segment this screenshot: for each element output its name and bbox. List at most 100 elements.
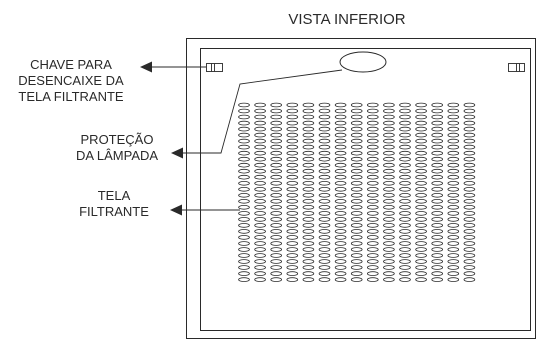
filter-slot	[286, 132, 299, 138]
filter-slot	[350, 271, 363, 276]
filter-slot	[431, 126, 444, 132]
filter-slot	[334, 259, 347, 264]
filter-slot	[270, 235, 283, 240]
filter-slot	[447, 114, 460, 120]
filter-slot	[463, 217, 476, 222]
filter-slot	[431, 132, 444, 138]
filter-slot	[318, 114, 331, 120]
filter-slot	[399, 235, 411, 240]
filter-slot	[302, 253, 315, 258]
filter-slot	[318, 108, 331, 114]
filter-slot	[383, 144, 395, 150]
filter-slot	[254, 144, 266, 150]
filter-slot	[302, 205, 315, 210]
filter-slot	[318, 199, 331, 204]
filter-slot	[350, 211, 363, 216]
filter-slot	[286, 108, 299, 114]
release-key-right	[508, 63, 525, 72]
filter-slot	[431, 187, 444, 192]
filter-slot	[238, 241, 250, 246]
filter-slot	[350, 168, 363, 174]
filter-slot	[366, 229, 379, 234]
filter-slot	[383, 150, 395, 156]
filter-slot	[463, 156, 476, 162]
filter-slot	[334, 187, 347, 192]
filter-slot	[334, 211, 347, 216]
filter-slot	[350, 174, 363, 180]
filter-slot	[415, 162, 427, 168]
filter-slot	[463, 150, 476, 156]
filter-slot	[270, 162, 283, 168]
filter-slot	[318, 102, 331, 108]
filter-slot	[318, 229, 331, 234]
filter-slot	[431, 102, 444, 108]
filter-slot	[334, 120, 347, 126]
filter-slot	[238, 156, 250, 162]
filter-slot	[399, 217, 411, 222]
filter-slot	[350, 162, 363, 168]
filter-slot	[270, 241, 283, 246]
filter-slot	[383, 162, 395, 168]
filter-slot	[286, 156, 299, 162]
filter-slot	[415, 174, 427, 180]
filter-slot	[254, 199, 266, 204]
filter-slot	[399, 193, 411, 198]
filter-slot	[334, 241, 347, 246]
filter-slot	[254, 259, 266, 264]
filter-slot	[415, 120, 427, 126]
filter-slot	[302, 102, 315, 108]
filter-slot	[431, 247, 444, 252]
filter-slot	[399, 277, 411, 282]
filter-slot	[447, 120, 460, 126]
filter-slot	[302, 223, 315, 228]
filter-slot	[399, 181, 411, 186]
filter-slot	[254, 132, 266, 138]
filter-slot	[318, 205, 331, 210]
filter-slot	[318, 271, 331, 276]
filter-slot	[238, 229, 250, 234]
filter-slot	[318, 144, 331, 150]
filter-slot	[270, 181, 283, 186]
filter-slot	[431, 120, 444, 126]
filter-slot	[302, 150, 315, 156]
filter-slot	[270, 108, 283, 114]
filter-slot	[318, 150, 331, 156]
filter-slot	[238, 144, 250, 150]
filter-slot	[463, 174, 476, 180]
filter-slot	[350, 265, 363, 270]
filter-slot	[447, 253, 460, 258]
filter-slot	[350, 108, 363, 114]
filter-slot	[366, 187, 379, 192]
filter-slot	[302, 259, 315, 264]
filter-slot	[447, 229, 460, 234]
filter-slot	[383, 193, 395, 198]
filter-slot	[238, 217, 250, 222]
filter-slot	[286, 126, 299, 132]
filter-slot	[366, 223, 379, 228]
filter-slot	[447, 205, 460, 210]
filter-slot	[415, 144, 427, 150]
filter-slot	[463, 187, 476, 192]
filter-slot	[431, 193, 444, 198]
filter-slot	[447, 199, 460, 204]
filter-slot	[238, 132, 250, 138]
filter-slot	[447, 102, 460, 108]
filter-slot	[431, 265, 444, 270]
filter-slot	[383, 120, 395, 126]
filter-slot	[431, 156, 444, 162]
filter-slot	[415, 205, 427, 210]
filter-slot	[463, 132, 476, 138]
filter-slot	[270, 223, 283, 228]
filter-slot	[254, 187, 266, 192]
filter-slot	[286, 217, 299, 222]
filter-slot	[318, 253, 331, 258]
filter-slot	[447, 132, 460, 138]
filter-slot	[238, 126, 250, 132]
filter-slot	[463, 265, 476, 270]
filter-slot	[286, 193, 299, 198]
filter-slot	[254, 235, 266, 240]
filter-slot	[318, 277, 331, 282]
filter-slot	[254, 265, 266, 270]
label-protecao-line-2: DA LÂMPADA	[75, 148, 159, 163]
filter-slot	[399, 126, 411, 132]
